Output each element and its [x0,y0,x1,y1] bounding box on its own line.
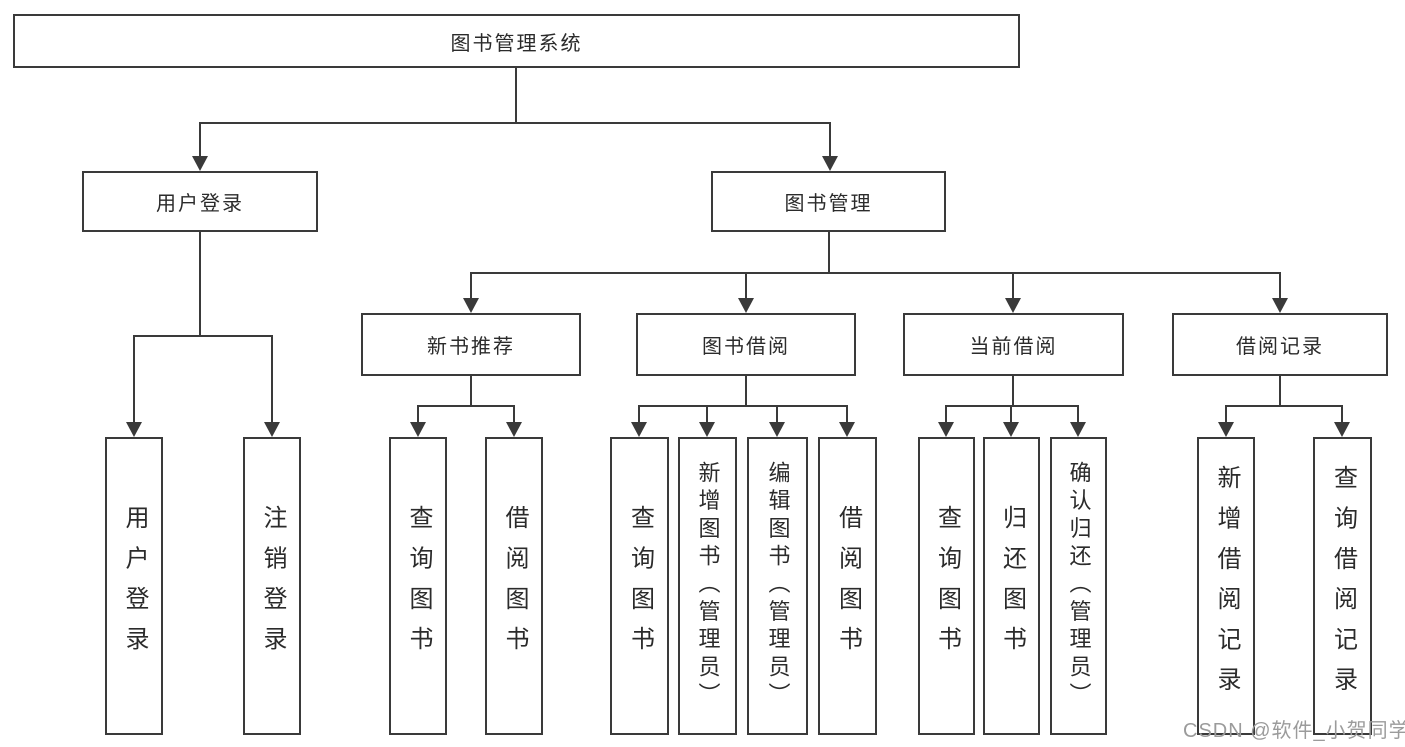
connector-drop-leaf-user-login [133,335,135,426]
connector-drop [776,405,778,426]
connector-drop-borrow-records [1279,272,1281,302]
arrow-down-icon [1003,422,1019,437]
connector-drop [1010,405,1012,426]
leaf-logout-login: 注销登录 [243,437,301,735]
connector-drop-new-book-recommend [470,272,472,302]
node-book-borrow-label: 图书借阅 [702,336,790,358]
leaf-edit-book-admin-label: 编辑图书（管理员） [765,461,791,711]
connector-current-borrow-bar [945,405,1079,407]
leaf-query-book-current: 查询图书 [918,437,975,735]
leaf-borrow-book-recommend-label: 借阅图书 [501,505,528,667]
connector-new-book-stem [470,376,472,407]
node-user-login-label: 用户登录 [156,193,244,215]
node-new-book-recommend: 新书推荐 [361,313,581,376]
connector-current-borrow-stem [1012,376,1014,407]
connector-drop [1341,405,1343,426]
arrow-down-icon [126,422,142,437]
connector-drop [706,405,708,426]
connector-drop-book-borrow [745,272,747,302]
arrow-down-icon [822,156,838,171]
leaf-query-borrow-record: 查询借阅记录 [1313,437,1372,735]
csdn-watermark: CSDN @软件_小贺同学 [1183,720,1405,742]
leaf-borrow-book-borrow: 借阅图书 [818,437,877,735]
connector-user-login-bar [133,335,273,337]
connector-drop [846,405,848,426]
connector-new-book-bar [417,405,515,407]
arrow-down-icon [1272,298,1288,313]
arrow-down-icon [410,422,426,437]
connector-book-borrow-bar [638,405,848,407]
connector-drop [945,405,947,426]
leaf-user-login: 用户登录 [105,437,163,735]
arrow-down-icon [264,422,280,437]
leaf-add-book-admin: 新增图书（管理员） [678,437,737,735]
arrow-down-icon [699,422,715,437]
leaf-query-book-recommend-label: 查询图书 [405,505,432,667]
connector-drop [417,405,419,426]
arrow-down-icon [1070,422,1086,437]
arrow-down-icon [463,298,479,313]
leaf-add-book-admin-label: 新增图书（管理员） [695,461,721,711]
arrow-down-icon [938,422,954,437]
leaf-query-book-current-label: 查询图书 [933,505,961,667]
node-book-borrow: 图书借阅 [636,313,856,376]
arrow-down-icon [631,422,647,437]
leaf-edit-book-admin: 编辑图书（管理员） [747,437,808,735]
leaf-add-borrow-record: 新增借阅记录 [1197,437,1255,735]
connector-borrow-records-stem [1279,376,1281,407]
arrow-down-icon [1005,298,1021,313]
leaf-borrow-book-borrow-label: 借阅图书 [834,505,862,667]
node-root-label: 图书管理系统 [450,32,583,55]
node-current-borrow-label: 当前借阅 [969,336,1058,358]
connector-user-login-stem [199,232,201,337]
connector-root-stem [515,68,517,124]
node-user-login: 用户登录 [82,171,318,232]
node-book-management-label: 图书管理 [784,193,873,215]
connector-drop-current-borrow [1012,272,1014,302]
connector-drop [638,405,640,426]
arrow-down-icon [192,156,208,171]
arrow-down-icon [506,422,522,437]
arrow-down-icon [769,422,785,437]
leaf-borrow-book-recommend: 借阅图书 [485,437,543,735]
leaf-query-book-borrow: 查询图书 [610,437,669,735]
node-book-management: 图书管理 [711,171,946,232]
connector-drop [513,405,515,426]
arrow-down-icon [1218,422,1234,437]
leaf-add-borrow-record-label: 新增借阅记录 [1213,465,1240,707]
leaf-query-borrow-record-label: 查询借阅记录 [1329,465,1357,707]
leaf-return-book: 归还图书 [983,437,1040,735]
connector-root-bar [199,122,831,124]
node-borrow-records-label: 借阅记录 [1236,336,1324,358]
arrow-down-icon [839,422,855,437]
node-borrow-records: 借阅记录 [1172,313,1388,376]
node-new-book-recommend-label: 新书推荐 [427,336,515,358]
connector-drop-book-management [829,122,831,160]
leaf-query-book-recommend: 查询图书 [389,437,447,735]
connector-drop-user-login [199,122,201,160]
connector-drop [1077,405,1079,426]
connector-book-mgmt-bar [470,272,1281,274]
leaf-logout-login-label: 注销登录 [259,505,286,667]
connector-borrow-records-bar [1225,405,1343,407]
leaf-confirm-return-admin-label: 确认归还（管理员） [1066,461,1092,711]
connector-book-borrow-stem [745,376,747,407]
leaf-query-book-borrow-label: 查询图书 [626,505,654,667]
node-root: 图书管理系统 [13,14,1020,68]
leaf-return-book-label: 归还图书 [998,505,1026,667]
connector-drop [1225,405,1227,426]
arrow-down-icon [1334,422,1350,437]
arrow-down-icon [738,298,754,313]
leaf-confirm-return-admin: 确认归还（管理员） [1050,437,1107,735]
node-current-borrow: 当前借阅 [903,313,1124,376]
connector-book-mgmt-stem [828,232,830,274]
connector-drop-leaf-logout [271,335,273,426]
leaf-user-login-label: 用户登录 [121,505,148,667]
